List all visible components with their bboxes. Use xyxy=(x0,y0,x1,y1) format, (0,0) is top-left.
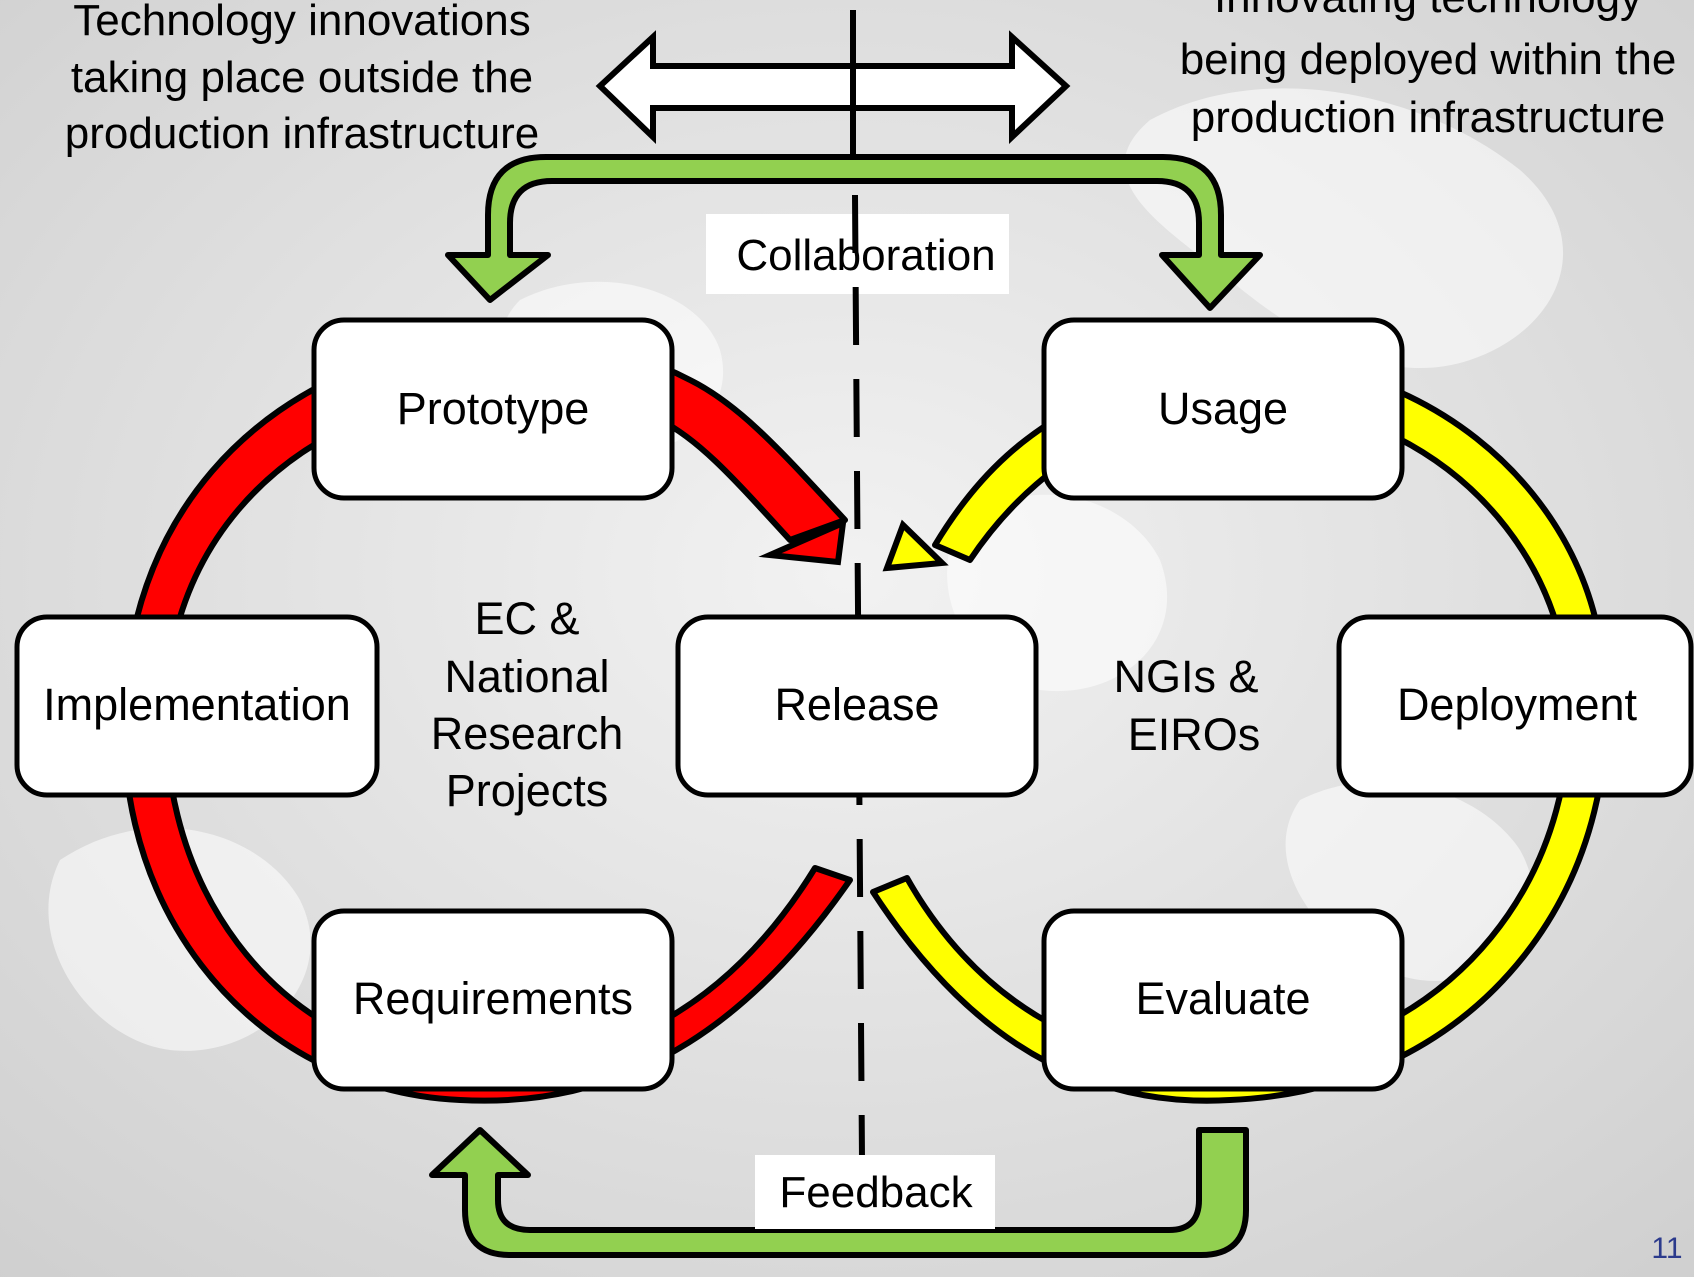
collaboration-flow-arrow xyxy=(445,154,1263,311)
feedback-label: Feedback xyxy=(779,1168,973,1217)
deployment-box xyxy=(1336,614,1694,798)
left-cycle-label-line-4: Projects xyxy=(446,765,609,816)
requirements-label: Requirements xyxy=(353,973,633,1024)
release-box xyxy=(675,614,1039,798)
page-number: 11 xyxy=(1651,1232,1682,1265)
prototype-box xyxy=(311,317,675,501)
right-cycle-label-line-1: NGIs & xyxy=(1113,651,1258,702)
header-right-line-3: production infrastructure xyxy=(1191,93,1665,142)
usage-box xyxy=(1041,317,1405,501)
left-cycle-label-line-3: Research xyxy=(431,708,624,759)
right-cycle-label-line-2: EIROs xyxy=(1128,709,1261,760)
usage-label: Usage xyxy=(1158,383,1288,434)
evaluate-label: Evaluate xyxy=(1135,973,1310,1024)
collaboration-label: Collaboration xyxy=(736,231,995,280)
left-cycle-label-line-2: National xyxy=(444,651,609,702)
left-cycle-label-line-1: EC & xyxy=(474,593,579,644)
feedback-flow-arrow xyxy=(429,1127,1249,1258)
header-right-line-1: Innovating technology xyxy=(1214,0,1642,22)
implementation-box xyxy=(14,614,380,798)
feedback-label-bg xyxy=(755,1155,995,1229)
right-cycle-ring xyxy=(870,357,1610,1104)
requirements-box xyxy=(311,908,675,1092)
header-left-line-2: taking place outside the xyxy=(71,53,533,102)
double-arrow-icon xyxy=(595,30,1071,145)
right-cycle-arrowhead xyxy=(882,519,949,572)
left-cycle-arrowhead xyxy=(758,518,847,566)
header-right-line-2: being deployed within the xyxy=(1180,35,1677,84)
deployment-label: Deployment xyxy=(1397,679,1638,730)
header-left-line-3: production infrastructure xyxy=(65,109,539,158)
prototype-label: Prototype xyxy=(397,383,590,434)
evaluate-box xyxy=(1041,908,1405,1092)
implementation-label: Implementation xyxy=(43,679,351,730)
release-label: Release xyxy=(774,679,939,730)
header-left-line-1: Technology innovations xyxy=(73,0,530,45)
